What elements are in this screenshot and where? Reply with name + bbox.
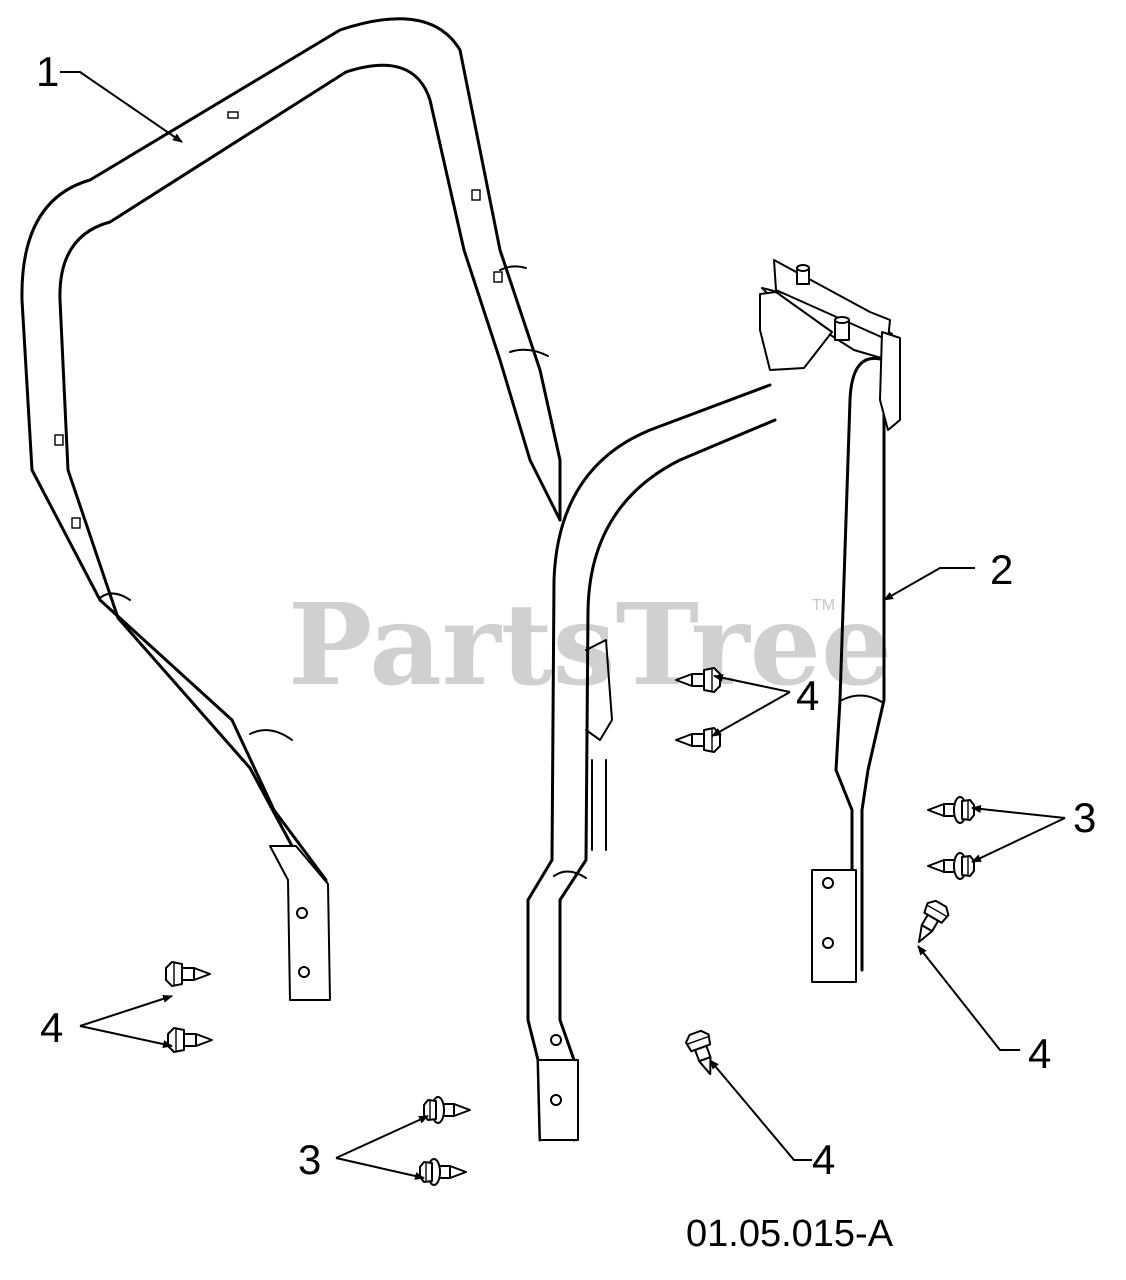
callout-part-4-upper-middle: 4	[796, 672, 819, 719]
bolt-lower-left-2	[167, 1027, 213, 1053]
drawing-code: 01.05.015-A	[686, 1213, 894, 1255]
callout-part-4-lower-left: 4	[40, 1004, 63, 1051]
leader-lines	[60, 71, 1066, 1180]
callout-part-4-bottom-middle: 4	[812, 1136, 835, 1183]
watermark-trademark: TM	[812, 597, 835, 614]
callout-part-3-right: 3	[1073, 794, 1096, 841]
callout-part-4-right: 4	[1028, 1030, 1051, 1077]
flange-bolt-bottom-1	[423, 1096, 471, 1124]
flange-bolt-right-2	[927, 852, 975, 880]
callout-part-3-bottom: 3	[298, 1136, 321, 1183]
bolt-right-angled	[907, 896, 953, 949]
bolt-lower-left-1	[165, 961, 211, 987]
watermark-logo: PartsTree	[288, 580, 892, 711]
handle-frame-part-2	[526, 259, 901, 1142]
bolt-upper-2	[675, 727, 721, 753]
flange-bolt-bottom-2	[419, 1158, 467, 1186]
flange-bolt-right-1	[927, 796, 975, 824]
handle-frame-part-1	[20, 17, 562, 1001]
bolt-bottom-middle	[682, 1027, 723, 1080]
callout-part-2: 2	[990, 546, 1013, 593]
callout-part-1: 1	[36, 48, 59, 95]
